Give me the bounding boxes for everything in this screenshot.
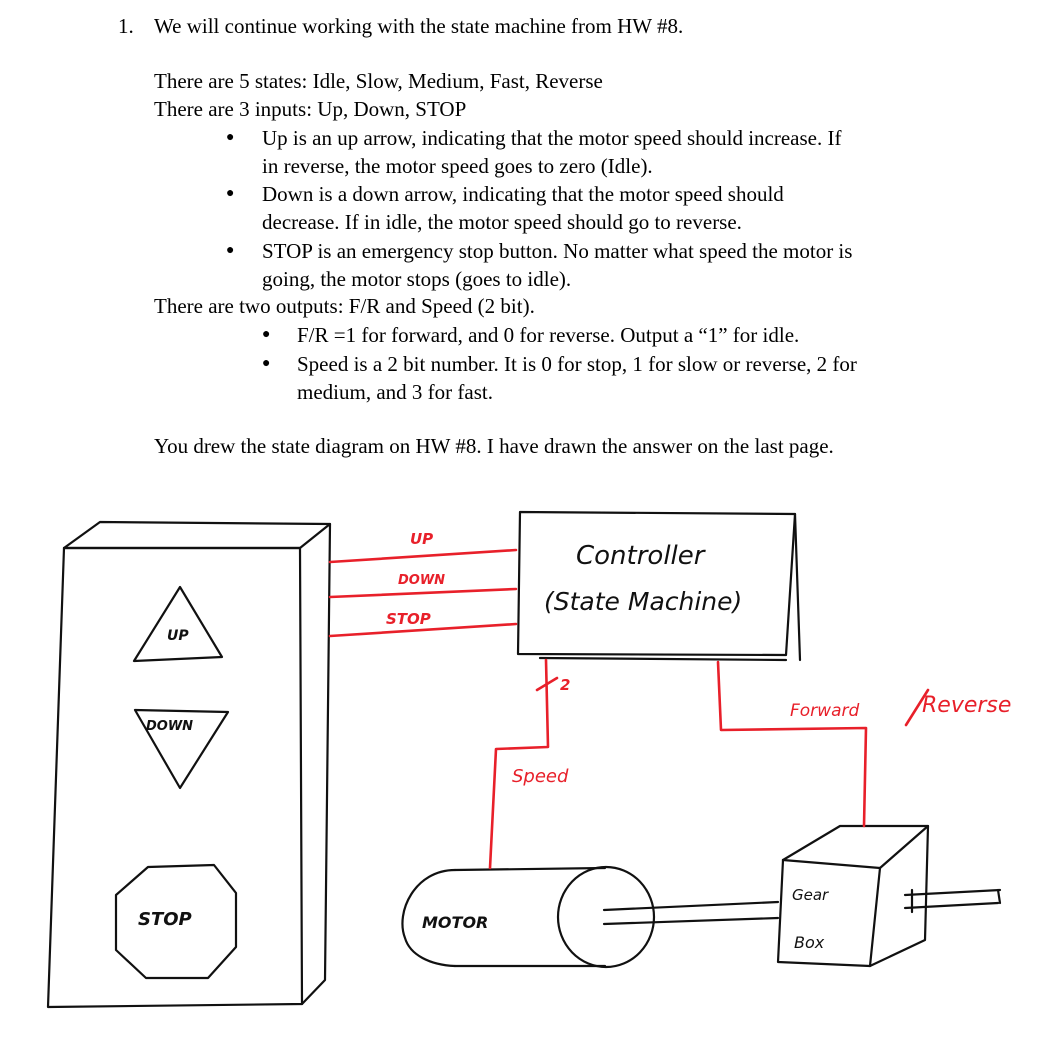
wire-forward-reverse [716,660,868,828]
bullet-icon: ● [262,327,271,342]
bullet-icon: ● [226,130,235,145]
bullet-icon: ● [262,356,271,371]
stop-button-shape[interactable] [114,863,238,980]
gearbox-shape [776,824,1002,968]
wire-up-label: UP [410,530,433,548]
wire-down-label: DOWN [398,573,445,588]
control-panel [46,520,332,1009]
wire-speed [488,658,550,870]
bus-width-label: 2 [560,676,570,694]
controller-subtitle: (State Machine) [544,587,742,616]
up-button-label: UP [167,628,189,644]
input-bullet-up-line2: in reverse, the motor speed goes to zero… [262,154,653,178]
down-button-shape[interactable] [133,708,230,790]
states-line: There are 5 states: Idle, Slow, Medium, … [154,69,603,93]
bullet-icon: ● [226,243,235,258]
output-bullet-speed-line1: Speed is a 2 bit number. It is 0 for sto… [297,352,857,376]
controller-box [516,510,802,662]
gearbox-label-line2: Box [794,933,825,952]
bus-slash [535,676,559,692]
question-intro: We will continue working with the state … [154,14,684,38]
forward-label: Forward [790,701,859,721]
question-number: 1. [118,14,134,38]
input-bullet-up-line1: Up is an up arrow, indicating that the m… [262,126,842,150]
fr-slash [904,688,930,727]
down-button-label: DOWN [146,719,193,734]
motor-shape [401,865,780,969]
wire-stop [328,622,518,638]
input-bullet-down-line2: decrease. If in idle, the motor speed sh… [262,210,742,234]
bullet-icon: ● [226,186,235,201]
gearbox-label-line1: Gear [792,886,829,904]
output-bullet-speed-line2: medium, and 3 for fast. [297,380,493,404]
up-button-shape[interactable] [132,585,224,663]
output-bullet-fr-line1: F/R =1 for forward, and 0 for reverse. O… [297,323,800,347]
wire-down [328,587,518,599]
motor-label: MOTOR [422,913,488,932]
stop-button-label: STOP [138,909,192,930]
reverse-label: Reverse [922,693,1011,718]
controller-title: Controller [576,541,707,571]
input-bullet-down-line1: Down is a down arrow, indicating that th… [262,182,784,206]
closing-line: You drew the state diagram on HW #8. I h… [154,434,834,458]
input-bullet-stop-line2: going, the motor stops (goes to idle). [262,267,572,291]
inputs-line: There are 3 inputs: Up, Down, STOP [154,97,467,121]
wire-stop-label: STOP [386,610,431,628]
outputs-line: There are two outputs: F/R and Speed (2 … [154,294,535,318]
wire-up [328,548,518,564]
speed-label: Speed [512,766,569,787]
input-bullet-stop-line1: STOP is an emergency stop button. No mat… [262,239,853,263]
